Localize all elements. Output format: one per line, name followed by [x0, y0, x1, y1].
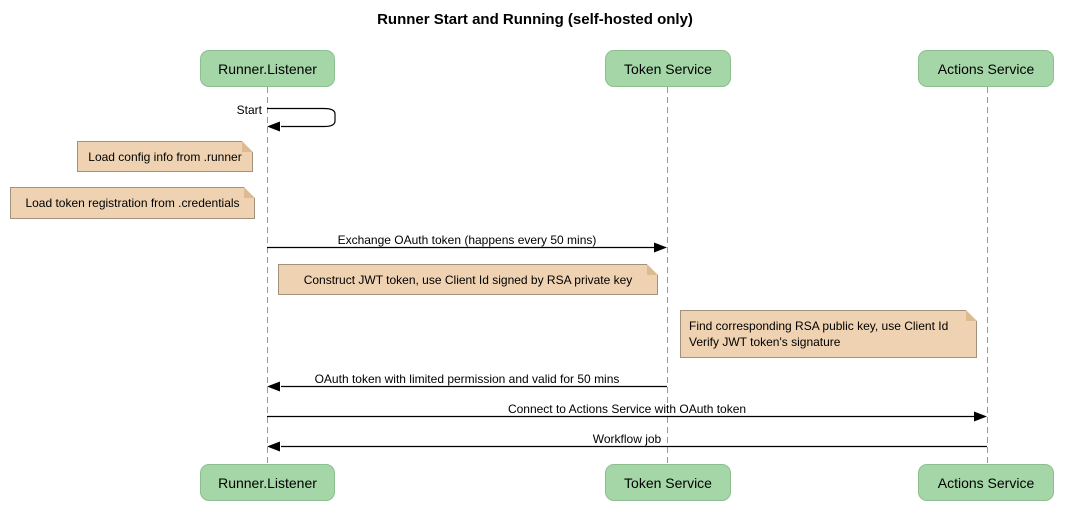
message-connect-label: Connect to Actions Service with OAuth to…	[507, 402, 747, 416]
diagram-title: Runner Start and Running (self-hosted on…	[377, 11, 693, 28]
participant-top-runner-listener: Runner.Listener	[200, 50, 335, 87]
note-text: Find corresponding RSA public key, use C…	[689, 318, 948, 350]
participant-label: Token Service	[624, 60, 712, 77]
participant-bottom-token-service: Token Service	[605, 464, 731, 501]
message-oauth-return-label: OAuth token with limited permission and …	[314, 372, 620, 386]
message-workflow-label: Workflow job	[592, 432, 662, 446]
participant-top-actions-service: Actions Service	[918, 50, 1054, 87]
self-message-arrowhead-icon	[267, 121, 280, 132]
message-exchange-label: Exchange OAuth token (happens every 50 m…	[337, 233, 597, 247]
note-text-line1: Find corresponding RSA public key, use C…	[689, 318, 949, 333]
participant-bottom-actions-service: Actions Service	[918, 464, 1054, 501]
self-message-start-line	[267, 107, 336, 128]
participant-bottom-runner-listener: Runner.Listener	[200, 464, 335, 501]
participant-top-token-service: Token Service	[605, 50, 731, 87]
participant-label: Actions Service	[937, 474, 1035, 491]
note-text: Load config info from .runner	[88, 149, 242, 164]
note-construct-jwt: Construct JWT token, use Client Id signe…	[278, 264, 658, 295]
message-self-start-label: Start	[236, 103, 262, 117]
participant-label: Token Service	[624, 474, 712, 491]
note-text: Construct JWT token, use Client Id signe…	[303, 272, 633, 287]
participant-label: Runner.Listener	[218, 60, 317, 77]
note-verify-jwt: Find corresponding RSA public key, use C…	[680, 310, 977, 358]
participant-label: Runner.Listener	[218, 474, 317, 491]
note-text: Load token registration from .credential…	[25, 196, 240, 210]
note-text-line2: Verify JWT token's signature	[689, 335, 841, 349]
note-load-token-registration: Load token registration from .credential…	[10, 187, 255, 219]
note-load-config: Load config info from .runner	[77, 141, 253, 172]
participant-label: Actions Service	[937, 60, 1035, 77]
